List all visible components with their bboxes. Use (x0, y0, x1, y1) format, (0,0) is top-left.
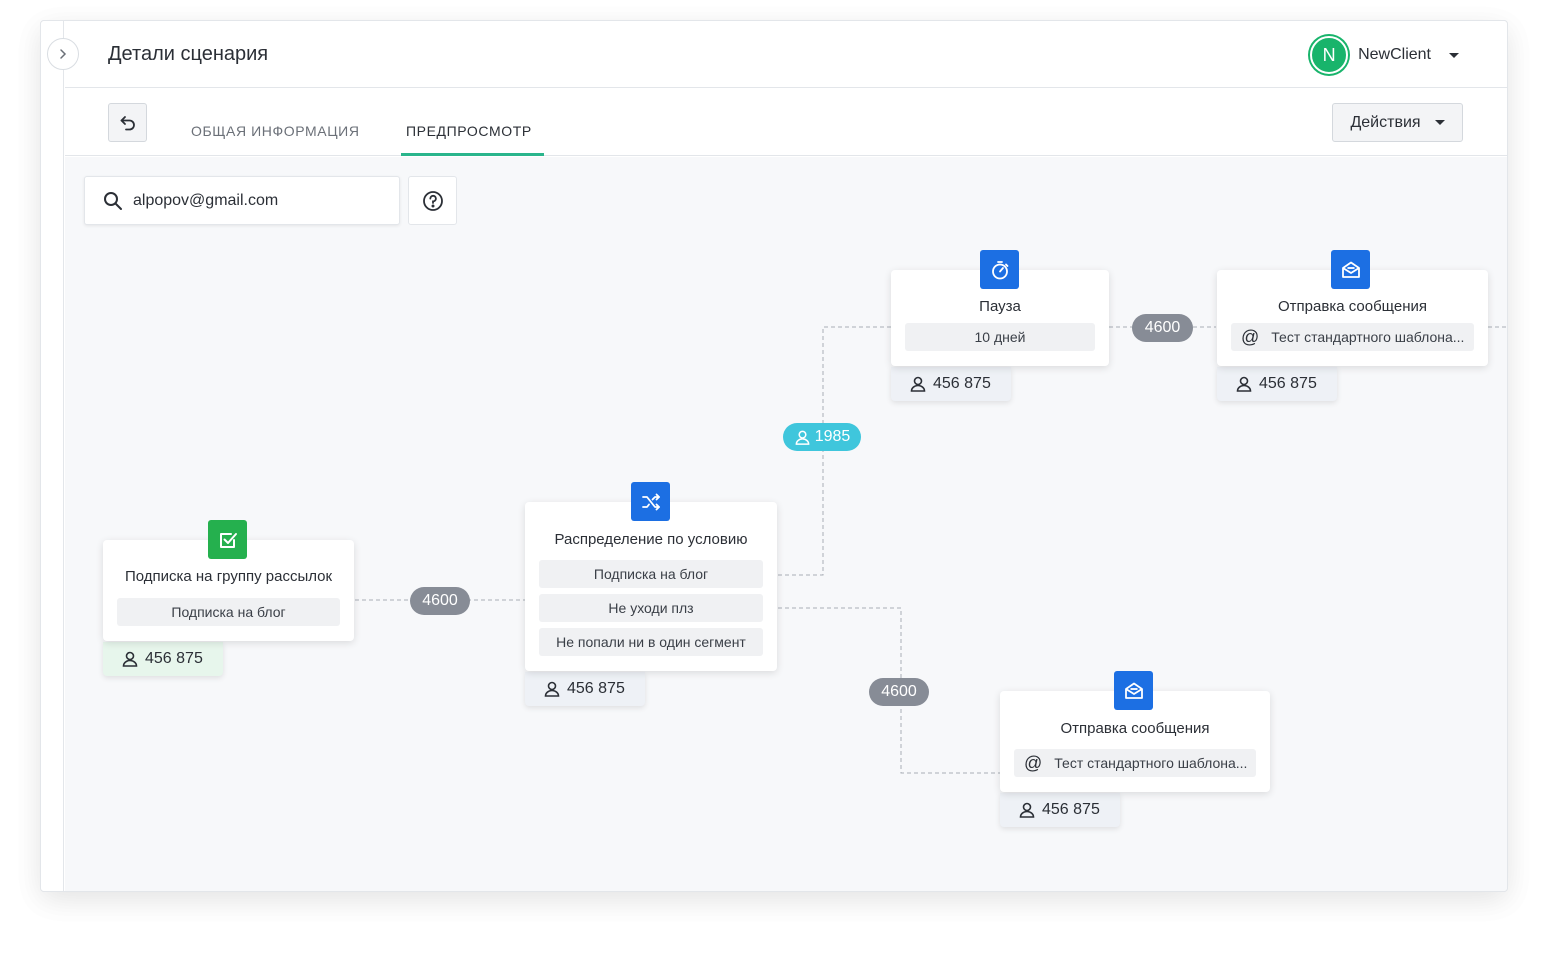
user-menu[interactable]: N NewClient (1310, 36, 1459, 74)
node-count: 456 875 (567, 680, 625, 697)
user-icon (1236, 376, 1252, 392)
node-pause[interactable]: Пауза 10 дней (891, 270, 1109, 366)
node-row: Не попали ни в один сегмент (539, 628, 763, 656)
node-title: Отправка сообщения (1278, 298, 1427, 315)
node-row: @ Тест стандартного шаблона... (1231, 323, 1474, 351)
undo-button[interactable] (108, 103, 147, 142)
node-row-text: Тест стандартного шаблона... (1271, 329, 1465, 345)
node-title: Отправка сообщения (1060, 720, 1210, 737)
active-tab-indicator (401, 153, 544, 156)
node-row: Подписка на блог (539, 560, 763, 588)
caret-down-icon (1434, 120, 1445, 125)
node-title: Распределение по условию (554, 531, 748, 548)
actions-label: Действия (1350, 113, 1421, 131)
envelope-open-icon (1331, 250, 1370, 289)
node-row: 10 дней (905, 323, 1095, 351)
envelope-open-icon (1114, 671, 1153, 710)
node-count: 456 875 (1259, 375, 1317, 392)
node-count-badge: 456 875 (525, 672, 645, 706)
node-count-badge: 456 875 (1217, 367, 1337, 401)
tab-bar: ОБЩАЯ ИНФОРМАЦИЯ ПРЕДПРОСМОТР Действия (65, 89, 1507, 156)
user-icon (1019, 802, 1035, 818)
node-row: Подписка на блог (117, 598, 340, 626)
undo-icon (120, 115, 135, 130)
checkbox-icon (208, 520, 247, 559)
node-row: Не уходи плз (539, 594, 763, 622)
caret-down-icon (1449, 52, 1459, 58)
node-title: Подписка на группу рассылок (124, 568, 333, 585)
node-count: 456 875 (1042, 801, 1100, 818)
help-icon (422, 190, 443, 211)
edge-count: 1985 (814, 428, 851, 445)
node-count-badge: 456 875 (1000, 793, 1120, 827)
timer-icon (980, 250, 1019, 289)
tab-general-info[interactable]: ОБЩАЯ ИНФОРМАЦИЯ (191, 123, 360, 139)
node-count: 456 875 (933, 375, 991, 392)
avatar: N (1310, 36, 1349, 74)
search-input[interactable] (133, 191, 383, 210)
edge-count-pill[interactable]: 1985 (783, 423, 861, 451)
node-row: @ Тест стандартного шаблона... (1014, 749, 1256, 777)
sidebar-toggle-button[interactable] (47, 38, 79, 70)
at-icon: @ (1241, 326, 1260, 347)
actions-dropdown-button[interactable]: Действия (1332, 103, 1463, 142)
edge-count-pill[interactable]: 4600 (869, 678, 929, 706)
edge-count-pill[interactable]: 4600 (1132, 314, 1193, 342)
shuffle-icon (631, 482, 670, 521)
edge-count-pill[interactable]: 4600 (410, 587, 470, 615)
user-icon (795, 430, 810, 445)
node-title: Пауза (979, 298, 1021, 315)
node-row-text: Тест стандартного шаблона... (1054, 755, 1248, 771)
user-name: NewClient (1358, 46, 1431, 63)
node-count: 456 875 (145, 650, 203, 667)
page-title: Детали сценария (108, 43, 269, 65)
node-count-badge: 456 875 (891, 367, 1011, 401)
at-icon: @ (1024, 752, 1043, 773)
user-icon (910, 376, 926, 392)
user-icon (122, 651, 138, 667)
top-bar: Детали сценария N NewClient (65, 21, 1507, 88)
search-field[interactable] (84, 176, 400, 225)
node-split[interactable]: Распределение по условию Подписка на бло… (525, 502, 777, 671)
help-button[interactable] (408, 176, 457, 225)
chevron-right-icon (60, 49, 67, 59)
search-icon (104, 191, 122, 210)
left-rail (41, 21, 64, 891)
tab-preview[interactable]: ПРЕДПРОСМОТР (406, 123, 532, 139)
user-icon (544, 681, 560, 697)
node-count-badge: 456 875 (103, 642, 223, 676)
